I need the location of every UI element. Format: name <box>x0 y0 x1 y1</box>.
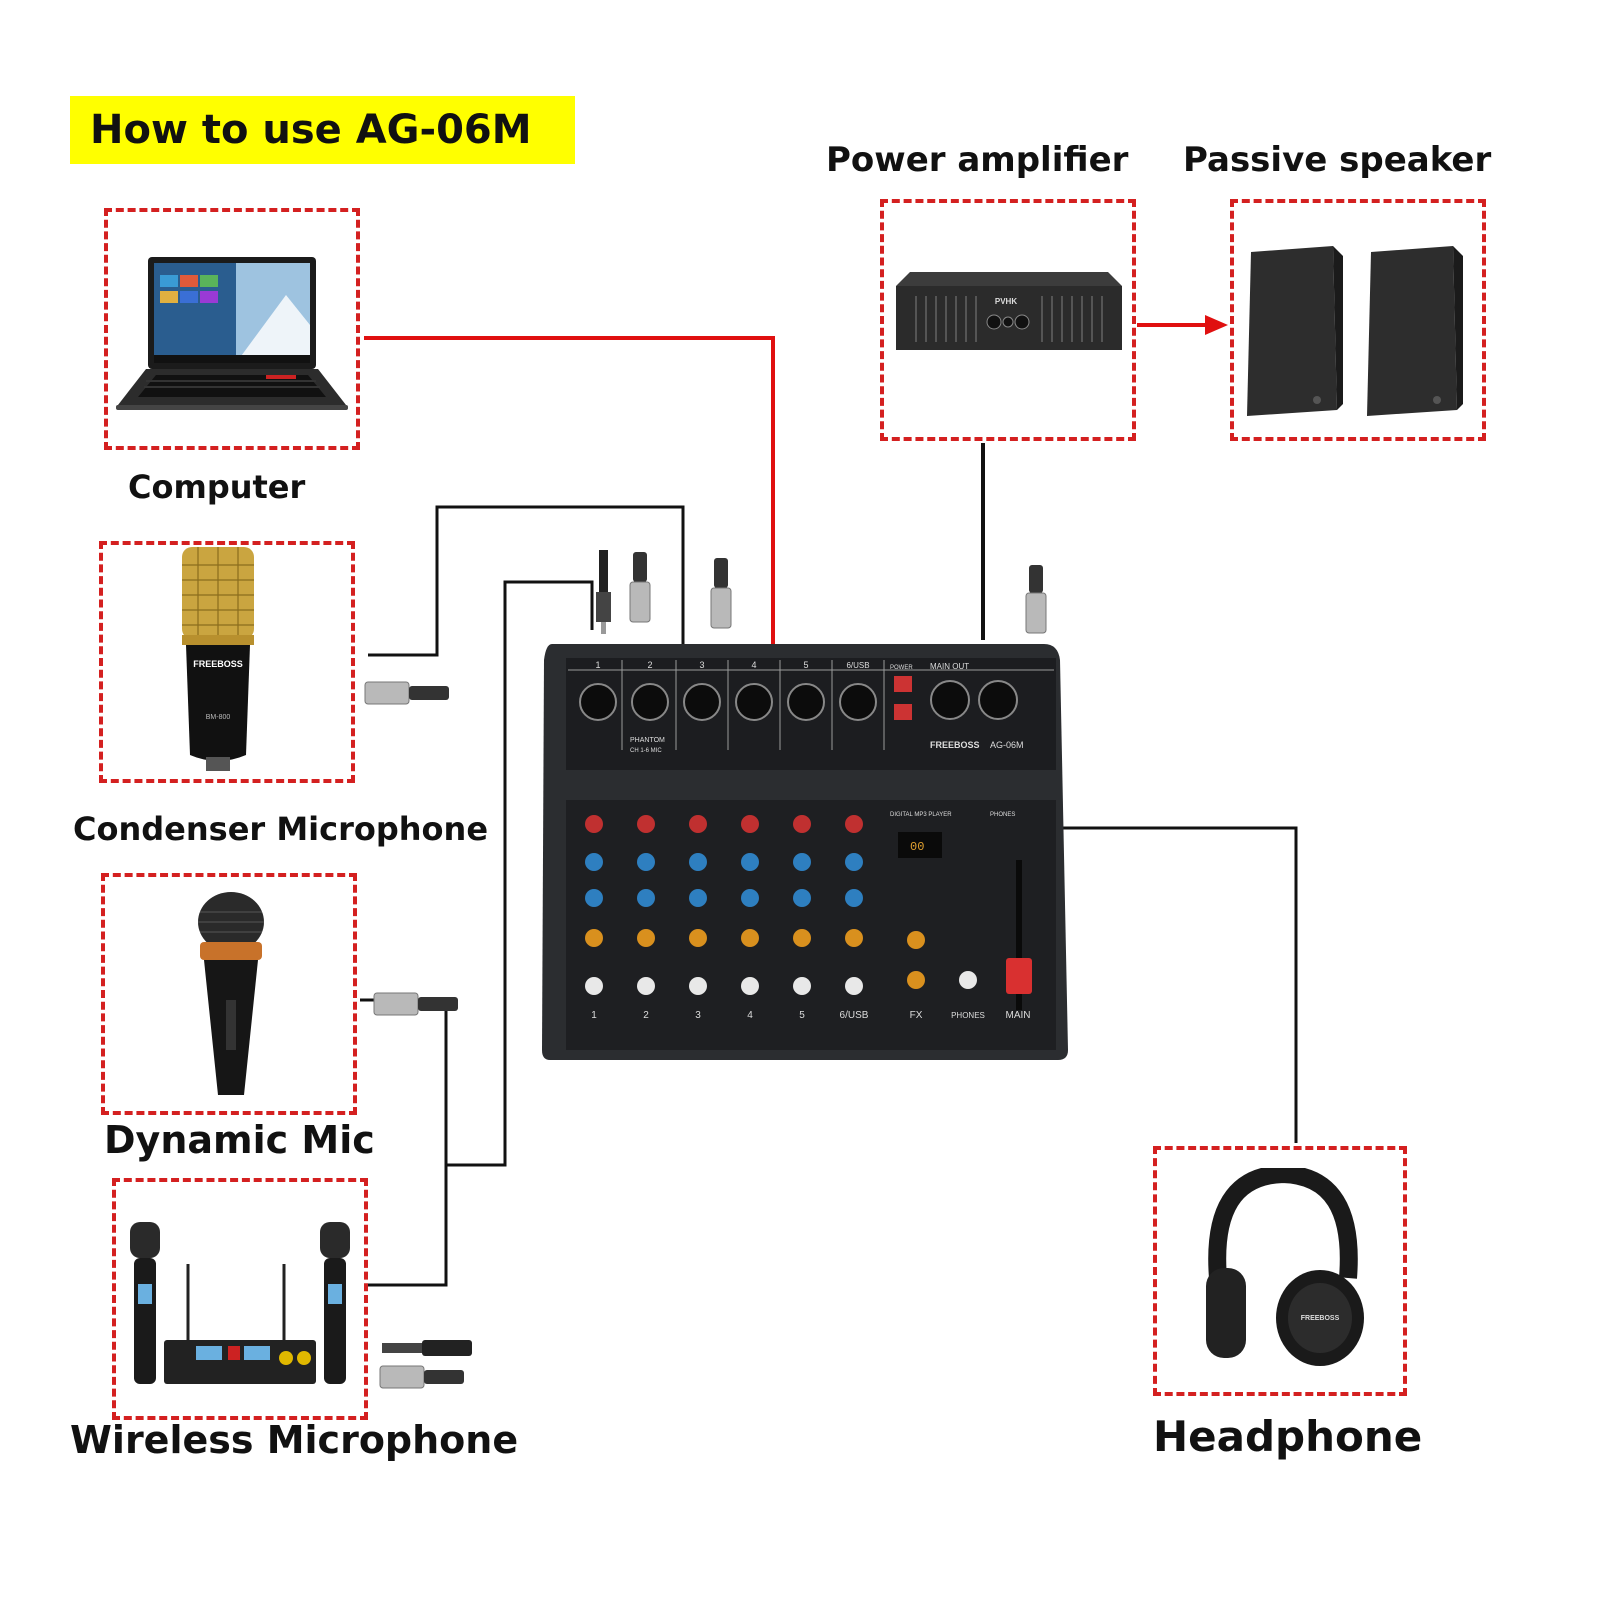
mixer-front-panel <box>566 800 1056 1050</box>
jack-plug-icon <box>382 1340 472 1356</box>
mixer-channel-number: 1 <box>591 1010 597 1021</box>
mixer-main-label: MAIN <box>1006 1010 1031 1021</box>
amplifier-brand: PVHK <box>995 297 1017 306</box>
mixer-channel-number: 3 <box>695 1010 701 1021</box>
xlr-plug-icon <box>1025 565 1047 634</box>
condenser-mic-model: BM-800 <box>206 714 231 721</box>
dynamic-mic-wire <box>360 998 448 1287</box>
passive-speaker-label: Passive speaker <box>1183 140 1492 180</box>
audio-mixer: MAIN OUT POWER FREEBOSS AG-06M 1 2 3 4 5… <box>542 644 1068 1060</box>
headphone-label: Headphone <box>1153 1412 1423 1461</box>
mixer-power-label: POWER <box>890 665 913 671</box>
jack-plug-icon <box>596 550 611 634</box>
mixer-channel-number: 4 <box>747 1010 753 1021</box>
condenser-mic-label: Condenser Microphone <box>73 810 489 848</box>
wireless-mic-label: Wireless Microphone <box>70 1418 519 1462</box>
power-amplifier-box <box>880 199 1136 441</box>
mixer-input-number: 3 <box>699 660 704 670</box>
xlr-plug-icon <box>364 681 449 705</box>
condenser-mic-brand: FREEBOSS <box>193 659 243 669</box>
power-amplifier-label: Power amplifier <box>826 140 1129 180</box>
xlr-plug-icon <box>379 1365 464 1389</box>
mixer-channel-number: 6/USB <box>840 1010 869 1021</box>
mixer-input-number: 6/USB <box>846 661 869 670</box>
mixer-phantom-label: PHANTOM <box>630 737 665 744</box>
headphone-icon: FREEBOSS <box>1206 1168 1364 1366</box>
xlr-plug-icon <box>629 552 651 623</box>
wireless-mic-box <box>112 1178 368 1420</box>
computer-box <box>104 208 360 450</box>
headphone-brand: FREEBOSS <box>1301 1315 1340 1322</box>
channel-knobs <box>585 815 977 995</box>
dynamic-mic-label: Dynamic Mic <box>104 1118 375 1162</box>
mixer-channel-number: 2 <box>643 1010 649 1021</box>
mixer-input-number: 4 <box>751 660 756 670</box>
mixer-phones-label: PHONES <box>990 812 1015 818</box>
dynamic-mic-box <box>101 873 357 1115</box>
passive-speaker-box <box>1230 199 1486 441</box>
dynamic-mic-icon <box>198 892 264 1095</box>
svg-text:00: 00 <box>910 840 924 854</box>
condenser-mic-box <box>99 541 355 783</box>
computer-label: Computer <box>128 468 306 506</box>
main-fader <box>1006 958 1032 994</box>
speaker-arrow-head <box>1205 315 1228 335</box>
diagram-title: How to use AG-06M <box>90 107 532 153</box>
mixer-main-out-label: MAIN OUT <box>930 662 969 671</box>
mixer-channel-number: 5 <box>799 1010 805 1021</box>
headphone-box <box>1153 1146 1407 1396</box>
mixer-phantom-sub: CH 1-6 MIC <box>630 748 662 754</box>
xlr-plug-icon <box>373 992 458 1016</box>
mixer-mp3-label: DIGITAL MP3 PLAYER <box>890 812 952 818</box>
mixer-fx-label: FX <box>910 1010 923 1021</box>
xlr-plug-icon <box>710 558 732 629</box>
mixer-model: AG-06M <box>990 740 1024 750</box>
mixer-input-number: 2 <box>647 660 652 670</box>
condenser-mic-icon: FREEBOSS BM-800 <box>182 547 254 771</box>
headphone-wire <box>1030 826 1298 1143</box>
mixer-phones-bottom-label: PHONES <box>951 1011 985 1020</box>
mixer-input-number: 1 <box>595 660 600 670</box>
wireless-mic-system-icon <box>130 1222 350 1384</box>
mixer-brand: FREEBOSS <box>930 740 980 750</box>
diagram-title-banner: How to use AG-06M <box>70 96 575 164</box>
laptop-icon <box>116 257 348 410</box>
wireless-mic-wire <box>446 580 594 1167</box>
power-amplifier-icon: PVHK <box>896 272 1122 350</box>
passive-speakers-icon <box>1247 246 1463 416</box>
condenser-mic-wire <box>368 505 685 657</box>
mixer-input-number: 5 <box>803 660 808 670</box>
